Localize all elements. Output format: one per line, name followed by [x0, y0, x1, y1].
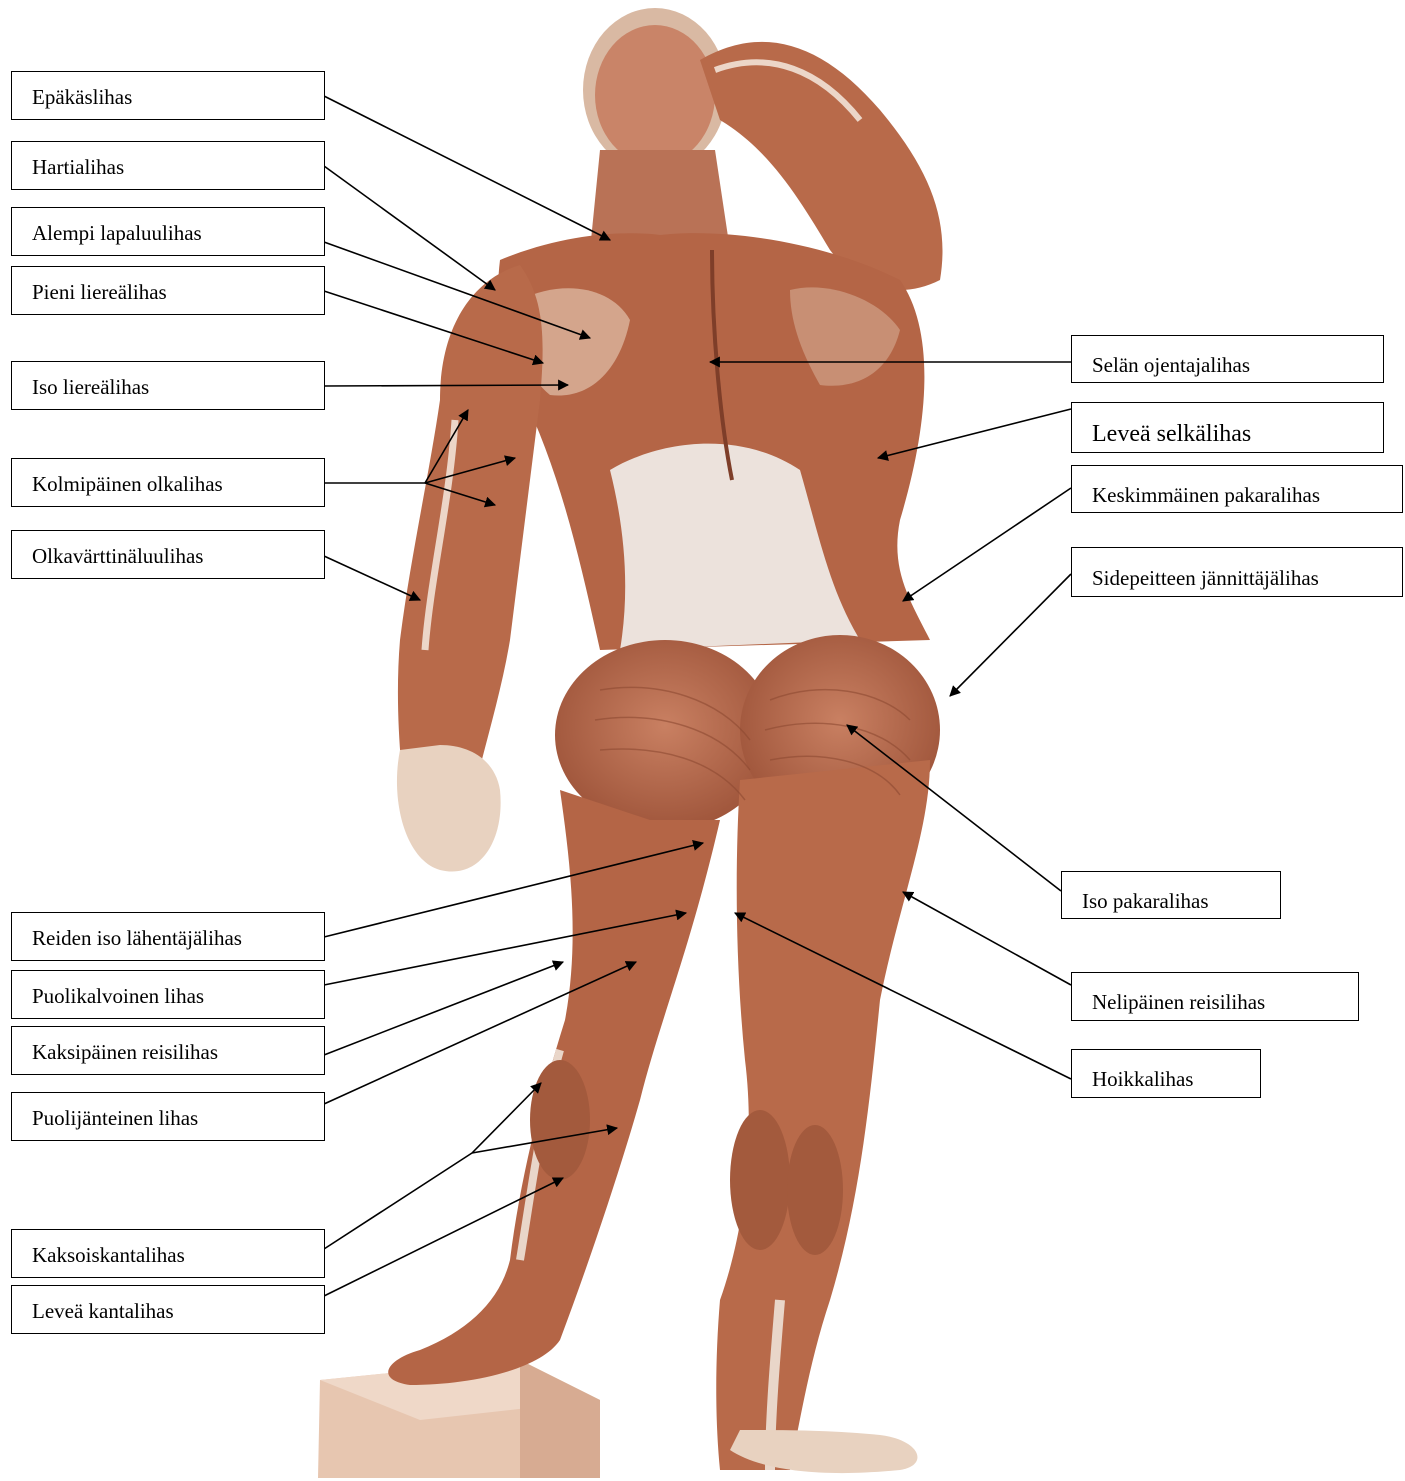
label-iso-pakaralihas: Iso pakaralihas	[1061, 871, 1281, 919]
label-sidepeitteen-jannittajalihas: Sidepeitteen jännittäjälihas	[1071, 547, 1403, 597]
leader-keskimmainen-pakaralihas	[903, 488, 1071, 601]
leader-olkavarttinaluulihas	[324, 556, 420, 600]
leader-iso-liereaelihas	[324, 385, 568, 386]
label-levea-kantalihas: Leveä kantalihas	[11, 1285, 325, 1334]
label-keskimmainen-pakaralihas: Keskimmäinen pakaralihas	[1071, 465, 1403, 513]
label-levea-selkalihas: Leveä selkälihas	[1071, 402, 1384, 453]
leader-nelipainen-reisilihas	[903, 892, 1071, 985]
label-kaksoiskantalihas: Kaksoiskantalihas	[11, 1229, 325, 1278]
leader-sidepeitteen-jannittajalihas	[950, 574, 1071, 696]
label-epakaslihas: Epäkäslihas	[11, 71, 325, 120]
label-kaksipainen-reisilihas: Kaksipäinen reisilihas	[11, 1026, 325, 1075]
leader-epakaslihas	[324, 96, 610, 240]
label-kolmipainen-olkalihas: Kolmipäinen olkalihas	[11, 458, 325, 507]
label-alempi-lapaluulihas: Alempi lapaluulihas	[11, 207, 325, 256]
label-iso-liereaelihas: Iso liereälihas	[11, 361, 325, 410]
label-puolikalvoinen-lihas: Puolikalvoinen lihas	[11, 970, 325, 1019]
leader-hartialihas	[324, 166, 495, 290]
label-hoikkalihas: Hoikkalihas	[1071, 1049, 1261, 1098]
label-hartialihas: Hartialihas	[11, 141, 325, 190]
body-silhouette	[388, 8, 942, 1473]
label-nelipainen-reisilihas: Nelipäinen reisilihas	[1071, 972, 1359, 1021]
label-puolijanteinen-lihas: Puolijänteinen lihas	[11, 1092, 325, 1141]
leader-kaksipainen-reisilihas	[324, 962, 563, 1055]
label-pieni-liereaelihas: Pieni liereälihas	[11, 266, 325, 315]
label-olkavarttinaluulihas: Olkavärttinäluulihas	[11, 530, 325, 579]
label-reiden-iso-lahentajalihas: Reiden iso lähentäjälihas	[11, 912, 325, 961]
label-selan-ojentajalihas: Selän ojentajalihas	[1071, 335, 1384, 383]
